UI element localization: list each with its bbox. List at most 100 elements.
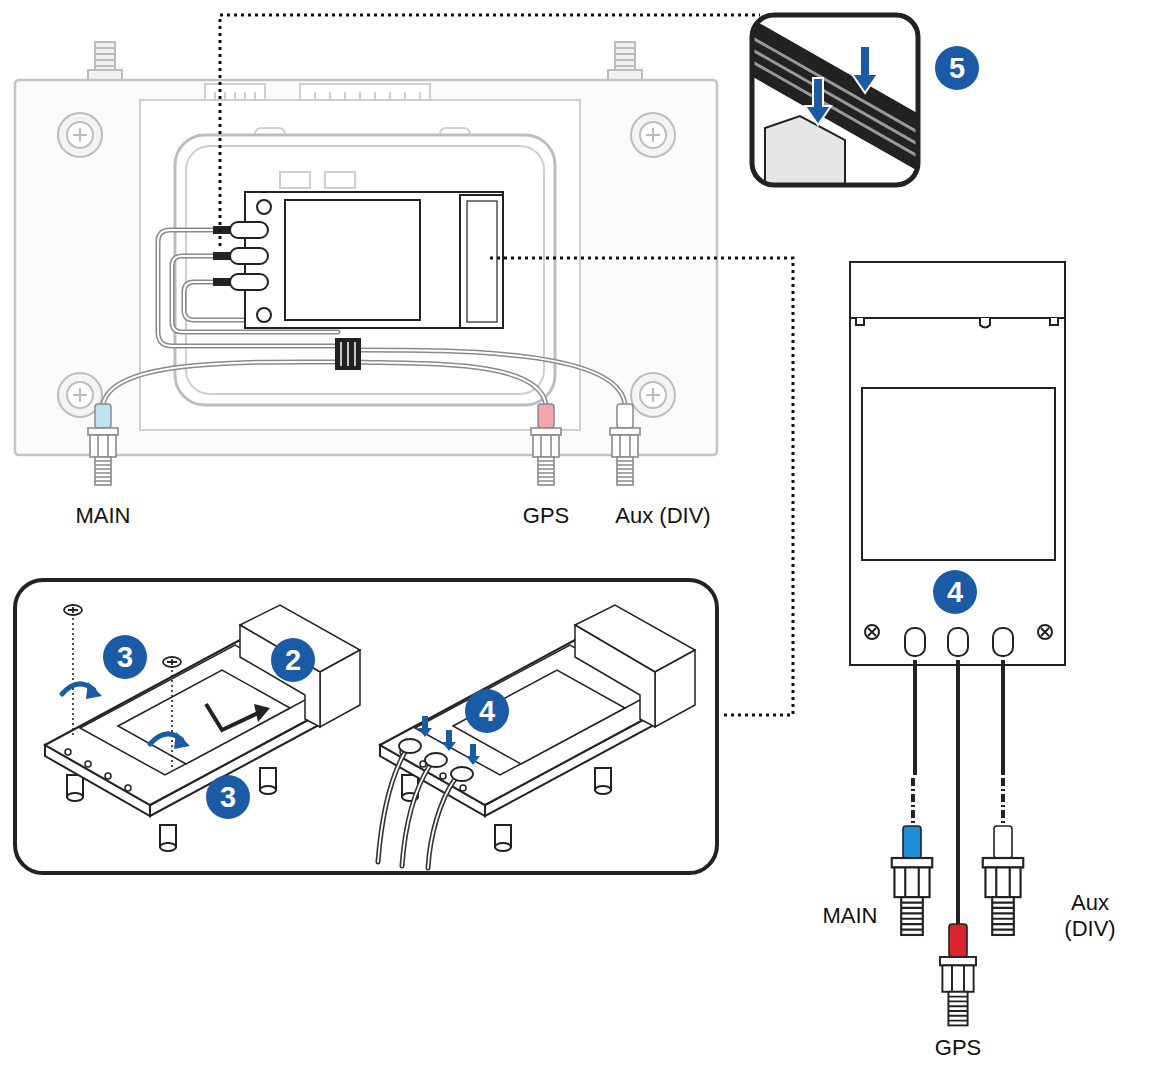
ufl-plug: [905, 628, 925, 656]
bay-connector: [325, 172, 355, 188]
post-thread: [95, 48, 115, 66]
ufl-plug: [213, 252, 231, 260]
cable-core: [428, 779, 455, 868]
push-arrow: [805, 78, 831, 125]
aux-cap: [994, 826, 1012, 858]
screw-guide: [171, 670, 173, 768]
ufl-plug: [993, 628, 1013, 656]
antenna-connector: [892, 858, 933, 935]
insert-arrow: [206, 704, 258, 730]
antenna-cable: [956, 660, 960, 925]
device-plate: [15, 80, 717, 455]
screw-head: [64, 605, 82, 615]
cable-core: [352, 362, 546, 405]
cable-continuation: [911, 778, 915, 826]
antenna-connector: [983, 858, 1024, 935]
callout-number: 3: [206, 775, 250, 819]
cable-main: [103, 362, 340, 405]
main-cap: [903, 826, 921, 858]
module-edge: [460, 195, 503, 328]
post-nut: [608, 70, 642, 80]
clip-base: [765, 116, 845, 185]
ufl-connector: [230, 248, 268, 264]
antenna-post: [615, 42, 635, 72]
ufl-plug: [425, 753, 447, 767]
bundle-lines: [752, 28, 918, 166]
antenna-connector: [940, 957, 976, 1025]
part-label: Aux (DIV): [615, 503, 710, 529]
screw-hole: [631, 373, 675, 417]
cable-continuation: [1001, 778, 1005, 826]
antenna-cable: [378, 752, 405, 862]
antenna-cable: [1001, 660, 1005, 775]
card-install-view: [45, 605, 360, 851]
arrow-head: [174, 732, 190, 749]
bay-connector: [280, 172, 310, 188]
inset-frame: [15, 580, 717, 873]
callout-number: 3: [103, 635, 147, 679]
card-edge-line: [850, 317, 1065, 319]
antenna-connector: [610, 428, 640, 485]
part-label: MAIN: [823, 903, 878, 929]
push-arrow: [852, 46, 878, 93]
part-label: GPS: [523, 503, 569, 529]
gps-cap: [949, 924, 967, 957]
part-label: Aux (DIV): [1060, 890, 1121, 942]
module-label: [285, 200, 420, 320]
clip-slots: [341, 342, 355, 366]
screw-cross: [1041, 628, 1049, 636]
arrow-head: [86, 682, 102, 699]
ufl-plug: [399, 739, 421, 753]
cable-core: [402, 765, 430, 866]
main-cap: [95, 404, 111, 428]
inner-frame: [140, 100, 580, 430]
gps-cap: [538, 404, 554, 428]
module-edge-inner: [467, 201, 497, 322]
press-arrow: [466, 744, 480, 765]
module-bay-inner: [186, 146, 544, 394]
card-cable-view: [380, 605, 695, 851]
ufl-plug: [451, 767, 473, 781]
cable-aux: [355, 350, 625, 405]
cable-core: [103, 362, 340, 405]
aux-cap: [617, 404, 633, 428]
cable-clip: [335, 338, 361, 370]
ufl-connector: [230, 274, 268, 290]
cable-bundle: [752, 38, 918, 152]
cable-core: [378, 752, 405, 862]
antenna-cable: [913, 660, 917, 775]
card-screw: [865, 625, 879, 639]
callout-number: 5: [935, 46, 979, 90]
inset-frame: [752, 15, 918, 185]
card-notch: [856, 318, 1058, 328]
device-top-posts: [88, 42, 642, 80]
antenna-connector: [531, 428, 561, 485]
screw-cross: [868, 628, 876, 636]
card-screw: [257, 200, 271, 214]
callout-number: 4: [933, 570, 977, 614]
antenna-post: [95, 42, 115, 72]
press-arrow: [442, 730, 456, 751]
card-screw: [257, 308, 271, 322]
card-screw: [1038, 625, 1052, 639]
cable-core: [355, 350, 625, 405]
ufl-plug: [213, 278, 231, 286]
ufl-plug: [213, 226, 231, 234]
module-label: [862, 388, 1055, 560]
screw-hole: [631, 113, 675, 157]
ufl-connector: [230, 222, 268, 238]
callout-number: 4: [465, 689, 509, 733]
module-card: [850, 262, 1065, 665]
part-label: MAIN: [76, 503, 131, 529]
post-nut: [88, 70, 122, 80]
screw-guide: [72, 618, 74, 738]
press-arrow: [418, 716, 432, 737]
callout-number: 2: [271, 638, 315, 682]
leader-line: [220, 15, 760, 246]
part-label: GPS: [935, 1035, 981, 1061]
screw-slot: [167, 659, 177, 665]
post-thread: [615, 48, 635, 66]
antenna-cable: [402, 765, 430, 866]
